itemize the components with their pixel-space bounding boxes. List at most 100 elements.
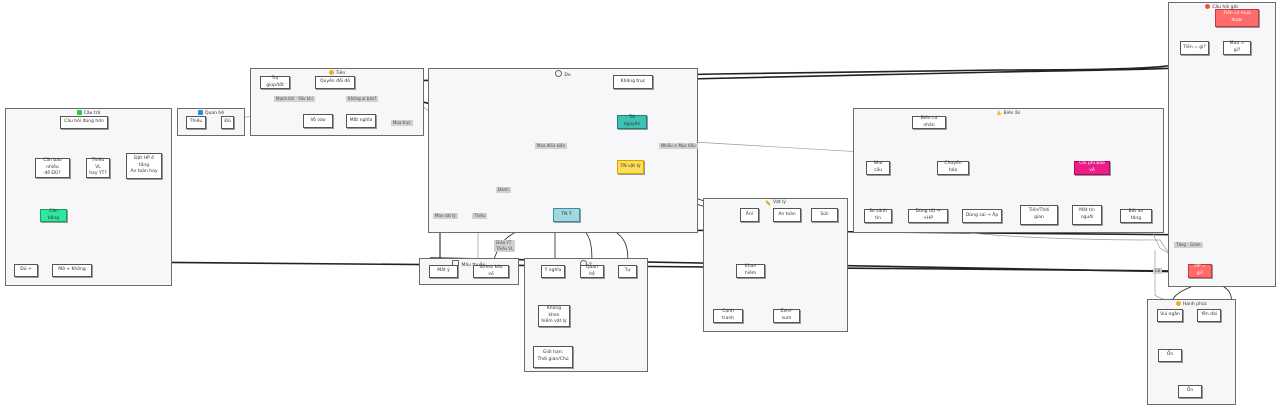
edge-label-danh: Đánh	[496, 187, 511, 193]
node-gioi-han[interactable]: Giới hạn: Thời gian/Chú	[533, 346, 573, 368]
node-tn-vat-ly[interactable]: TN vật lý	[617, 160, 644, 174]
node-mat-y[interactable]: Mất ý	[429, 265, 458, 278]
cluster-title: Câu trả	[83, 111, 101, 116]
node-label: Tiền = gì?	[1183, 44, 1206, 50]
money-icon	[328, 70, 334, 75]
node-so-sanh[interactable]: So sánh tin	[864, 209, 892, 223]
node-label: Mua = gì?	[1229, 41, 1245, 53]
edge-label-thieu: Thiếu	[472, 213, 488, 219]
edge-label-giam: Giảm	[1188, 242, 1203, 248]
question-icon	[1205, 4, 1211, 9]
node-du2[interactable]: Đủ	[221, 116, 234, 129]
edge-label-dieu-yt: Điều YT Thiếu VL	[494, 240, 516, 252]
node-quyen-doi-do[interactable]: Quyền đổi đồ	[315, 76, 355, 89]
node-on-2[interactable]: Ổn	[1178, 385, 1202, 398]
node-tro-giup[interactable]: Trợ giúp/tốt	[260, 76, 290, 89]
cluster-title: Tiền	[335, 71, 346, 76]
node-mo-khong[interactable]: Mở + Không	[52, 264, 92, 277]
node-canh-tranh[interactable]: Cạnh tranh	[713, 309, 743, 323]
cluster-cau-tra: Câu trả	[5, 108, 172, 286]
node-label: TN Ý	[561, 211, 572, 217]
node-thieu[interactable]: Thiếu	[186, 116, 206, 129]
node-nhu-cau[interactable]: Nhu cầu	[866, 161, 890, 175]
node-vo-vao[interactable]: Vô vào	[303, 114, 333, 128]
node-label: Tiền có mua được	[1223, 11, 1251, 23]
node-dat-hp-o-tang[interactable]: Đặt HP ở tầng An toàn hay	[126, 153, 162, 179]
node-du[interactable]: Đủ +	[14, 264, 38, 277]
node-vui-ngan[interactable]: Vui ngắn	[1157, 309, 1183, 322]
target-icon	[555, 70, 563, 77]
node-label: Cạnh tranh	[721, 309, 735, 321]
node-label: Quan hệ	[585, 264, 598, 277]
node-label: Chuyển hóa	[944, 161, 962, 173]
node-label: Zero-sum	[780, 309, 793, 321]
node-label: Đủ +	[20, 267, 32, 273]
node-cau-hoi-dung-hon[interactable]: Câu hỏi đúng hơn	[60, 116, 108, 129]
node-label: Giới hạn: Thời gian/Chú	[537, 350, 569, 362]
node-tu[interactable]: Tự	[618, 265, 637, 278]
node-tien-co-mua-duoc[interactable]: Tiền có mua được	[1215, 9, 1259, 27]
node-label: Tiền/Thời gian	[1028, 208, 1050, 220]
node-label: Cân bằng	[47, 208, 60, 221]
node-label: An toàn	[778, 211, 796, 217]
node-label: Mất ý	[437, 268, 450, 274]
edge-label-tang: Tăng	[1174, 242, 1188, 248]
node-tien-thoi-gian[interactable]: Tiền/Thời gian	[1020, 205, 1058, 225]
edge-label-nhieu-muc-tieu: Nhiều × Mục tiêu	[659, 143, 698, 149]
node-chuyen-hoa[interactable]: Chuyển hóa	[937, 161, 969, 175]
node-label: Cần bao nhiêu để ĐỦ?	[43, 158, 62, 177]
node-zero-sum[interactable]: Zero-sum	[773, 309, 800, 323]
node-stress-keo-va[interactable]: Stress kéo về	[473, 265, 509, 278]
node-label: Tự	[624, 268, 631, 274]
node-an[interactable]: Ăn/	[740, 208, 759, 222]
edge-label-khong-ai-ban: Không ai bán?	[346, 96, 379, 102]
node-label: Thiếu VL hay YT?	[89, 158, 107, 177]
node-tien-gi[interactable]: Tiền = gì?	[1180, 41, 1209, 55]
pencil-icon	[765, 200, 771, 206]
node-tai-nguyen[interactable]: Tài nguyên	[617, 115, 647, 129]
node-label: Yên dài	[1200, 312, 1218, 318]
node-label: Vui ngắn	[1160, 312, 1180, 318]
node-label: Thiếu	[189, 119, 203, 125]
node-an-toan[interactable]: An toàn	[773, 208, 801, 222]
edge-label-mua-truc: Mua trực	[391, 120, 413, 126]
node-chi-phi-bao-ve[interactable]: Chi phí bảo vệ	[1074, 161, 1110, 175]
node-suc[interactable]: Sức	[811, 208, 838, 222]
node-label: Biến cá nhân	[920, 115, 938, 128]
edge-thick	[686, 55, 1238, 83]
node-khong-khan-hiem[interactable]: Không khan hiếm vật lý	[538, 305, 570, 327]
node-bien-ca-nhan[interactable]: Biến cá nhân	[912, 116, 946, 129]
node-bat-an-tang[interactable]: Bất an tăng	[1120, 209, 1152, 223]
node-mat-tin-nguoi[interactable]: Mất tin người	[1072, 205, 1102, 225]
node-label: TN vật lý	[620, 163, 641, 169]
node-label: Không khan hiếm vật lý	[541, 306, 567, 325]
node-label: Dùng tốt → +HP	[915, 209, 941, 221]
node-thieu-vl-hay-yt[interactable]: Thiếu VL hay YT?	[86, 158, 110, 178]
node-khong-truc[interactable]: Không trục	[613, 75, 653, 89]
node-dung-tot[interactable]: Dùng tốt → +HP	[908, 209, 948, 223]
cluster-title: Biến ẩn	[1003, 111, 1021, 116]
node-label: Sức	[820, 211, 829, 217]
node-mua-gi[interactable]: Mua = gì?	[1223, 41, 1251, 55]
cluster-bien-an: Biến ẩn	[853, 108, 1164, 233]
node-label: Mở + Không	[58, 267, 86, 273]
node-hp-gi[interactable]: HP = gì?	[1188, 264, 1212, 278]
node-tn-y[interactable]: TN Ý	[553, 208, 580, 222]
node-quan-he[interactable]: Quan hệ	[580, 265, 604, 278]
node-on-1[interactable]: Ổn	[1158, 349, 1182, 362]
node-label: Chi phí bảo vệ	[1079, 161, 1105, 173]
cluster-do: Đo	[428, 68, 698, 233]
node-label: Ý nghĩa	[544, 268, 562, 274]
node-y-nghia[interactable]: Ý nghĩa	[541, 265, 565, 278]
node-label: So sánh tin	[869, 209, 887, 221]
node-label: Ổn	[1186, 388, 1194, 394]
node-can-bang[interactable]: Cân bằng	[40, 209, 67, 222]
node-dung-sai[interactable]: Dùng sai → Áp	[962, 209, 1002, 223]
node-can-bao-nhieu[interactable]: Cần bao nhiêu để ĐỦ?	[35, 158, 70, 178]
node-yen-dai[interactable]: Yên dài	[1197, 309, 1221, 322]
node-mat-nghia[interactable]: Mất nghĩa	[346, 114, 376, 128]
node-label: Stress kéo về	[479, 264, 503, 277]
node-khan-hiem[interactable]: Khan hiếm	[736, 264, 765, 278]
node-label: Quyền đổi đồ	[319, 79, 350, 85]
node-label: Tài nguyên	[623, 115, 641, 127]
